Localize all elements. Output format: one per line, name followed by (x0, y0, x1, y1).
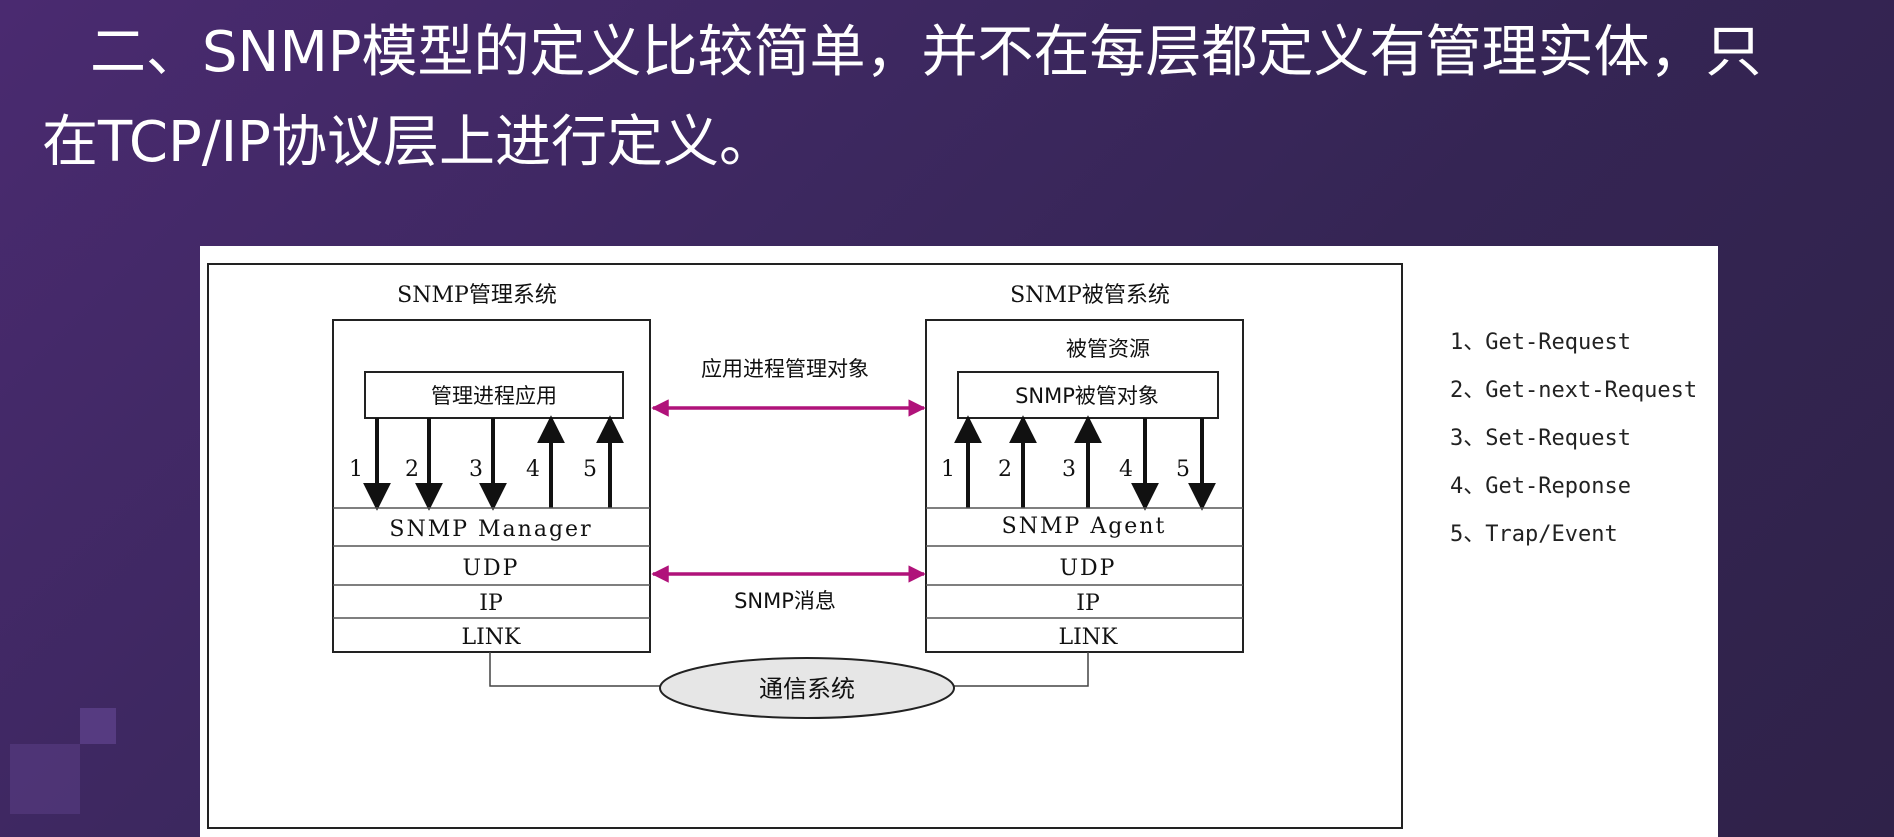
agent-arrow-number: 1 (941, 457, 955, 482)
manager-layer-label: LINK (462, 625, 522, 650)
heading-line-1: 二、SNMP模型的定义比较简单，并不在每层都定义有管理实体，只 (90, 20, 1762, 85)
legend-item: 4、Get-Reponse (1450, 474, 1631, 499)
heading-line-2: 在TCP/IP协议层上进行定义。 (42, 110, 775, 175)
message-label: SNMP消息 (734, 589, 836, 613)
manager-arrow-number: 1 (349, 457, 363, 482)
agent-arrow-number: 5 (1176, 457, 1190, 482)
agent-title: SNMP被管系统 (1010, 283, 1170, 308)
agent-object-box (957, 371, 1219, 419)
agent-arrow-number: 3 (1062, 457, 1076, 482)
agent-layer-label: IP (1076, 591, 1100, 616)
manager-arrow-number: 2 (405, 457, 419, 482)
snmp-model-figure: SNMP管理系统 管理进程应用 1 2 3 4 5 SNMP Manager U… (200, 246, 1718, 837)
legend-item: 2、Get-next-Request (1450, 378, 1698, 403)
manager-arrow-number: 3 (469, 457, 483, 482)
manager-layer-label: SNMP Manager (389, 517, 592, 542)
decorative-square (10, 744, 80, 814)
manager-layer-label: UDP (463, 556, 520, 581)
agent-object-label: SNMP被管对象 (1015, 384, 1159, 408)
agent-layer-label: UDP (1060, 556, 1117, 581)
agent-box (925, 319, 1244, 653)
app-link-label: 应用进程管理对象 (701, 357, 869, 381)
comm-system-ellipse (659, 657, 955, 719)
request-type-legend: 1、Get-Request 2、Get-next-Request 3、Set-R… (1450, 328, 1697, 568)
agent-link-line (954, 652, 1089, 687)
manager-title: SNMP管理系统 (397, 283, 557, 308)
agent-layer-label: LINK (1059, 625, 1119, 650)
snmp-model-diagram: SNMP管理系统 管理进程应用 1 2 3 4 5 SNMP Manager U… (207, 263, 1403, 829)
slide-heading: 二、SNMP模型的定义比较简单，并不在每层都定义有管理实体，只 在TCP/IP协… (42, 8, 1872, 188)
manager-arrow-number: 4 (526, 457, 540, 482)
manager-app-label: 管理进程应用 (431, 384, 557, 408)
decorative-square (80, 708, 116, 744)
legend-item: 5、Trap/Event (1450, 522, 1618, 547)
manager-arrow-number: 5 (583, 457, 597, 482)
agent-layer-label: SNMP Agent (1002, 514, 1167, 539)
manager-link-line (489, 652, 660, 687)
legend-item: 3、Set-Request (1450, 426, 1631, 451)
agent-resource-label: 被管资源 (1066, 337, 1150, 361)
comm-system-label: 通信系统 (759, 675, 855, 703)
manager-layer-label: IP (479, 591, 503, 616)
agent-arrow-number: 4 (1119, 457, 1133, 482)
manager-box (332, 319, 651, 653)
legend-item: 1、Get-Request (1450, 330, 1631, 355)
agent-arrow-number: 2 (998, 457, 1012, 482)
outer-frame (207, 263, 1403, 829)
